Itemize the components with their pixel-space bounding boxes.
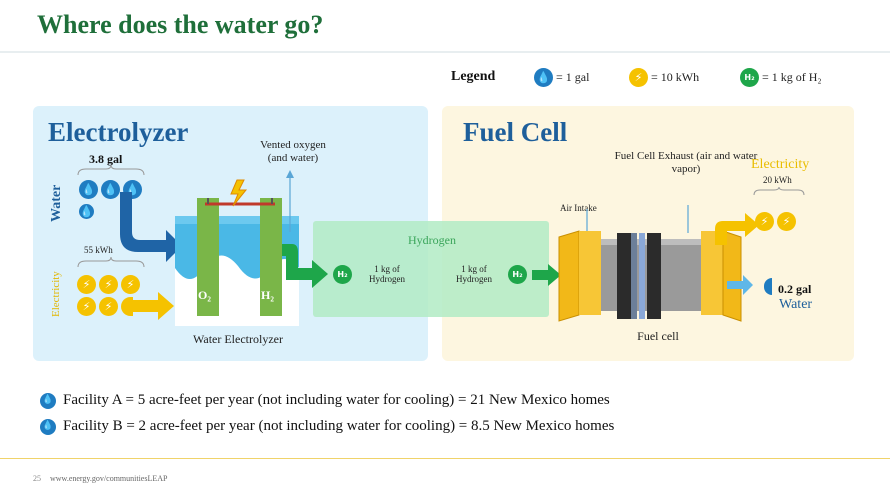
page-number: 25 <box>33 474 41 483</box>
facility-b-text: Facility B = 2 acre-feet per year (not i… <box>63 418 615 434</box>
oxygen-label: O₂ <box>198 288 211 302</box>
legend-water-text: = 1 gal <box>556 70 590 84</box>
water-drop-icon: 💧 <box>534 68 553 87</box>
electricity-icon: ⚡ <box>99 297 118 316</box>
page-title: Where does the water go? <box>37 10 324 39</box>
lightning-icon <box>230 179 248 207</box>
vented-oxygen-label: Vented oxygen (and water) <box>260 139 326 164</box>
footer-divider <box>0 458 890 459</box>
legend-electricity-text: = 10 kWh <box>651 70 700 84</box>
electrolyzer-heading: Electrolyzer <box>48 117 189 147</box>
hydrogen-label: Hydrogen <box>408 233 456 247</box>
fuel-cell-caption: Fuel cell <box>637 329 679 343</box>
facility-b-line: 💧 Facility B = 2 acre-feet per year (not… <box>40 418 614 435</box>
footer-url[interactable]: www.energy.gov/communitiesLEAP <box>50 474 168 483</box>
water-drop-icon: 💧 <box>101 180 120 199</box>
hydrogen-icon: H₂ <box>508 265 527 284</box>
electrolyzer-electricity-label: Electricity <box>50 271 62 317</box>
water-brace <box>77 164 145 176</box>
electrolyzer-electricity-amount: 55 kWh <box>84 245 113 255</box>
fuel-cell-graphic <box>558 205 759 322</box>
electrolyzer-hydrogen-output: 1 kg of Hydrogen <box>369 264 405 284</box>
electricity-icon: ⚡ <box>777 212 796 231</box>
legend-item-water: 💧 = 1 gal <box>534 68 589 87</box>
electricity-icon: ⚡ <box>77 275 96 294</box>
hydrogen-input-arrow <box>532 264 561 286</box>
fuel-cell-water-amount: 0.2 gal <box>778 282 812 296</box>
electricity-icon: ⚡ <box>755 212 774 231</box>
water-drop-icon <box>764 278 772 295</box>
legend-item-electricity: ⚡ = 10 kWh <box>629 68 699 87</box>
fuel-cell-water-label: Water <box>779 297 813 312</box>
electricity-icon: ⚡ <box>77 297 96 316</box>
electricity-icon: ⚡ <box>629 68 648 87</box>
facility-a-text: Facility A = 5 acre-feet per year (not i… <box>63 392 610 408</box>
water-drop-icon: 💧 <box>40 392 56 409</box>
electrolyzer-caption: Water Electrolyzer <box>193 332 283 346</box>
legend-item-hydrogen: H₂ = 1 kg of H₂ <box>740 68 822 87</box>
electricity-input-icons-row1: ⚡ ⚡ ⚡ <box>77 275 140 294</box>
fuel-cell-heading: Fuel Cell <box>463 117 568 147</box>
water-drop-icon: 💧 <box>79 204 94 219</box>
water-input-arrow <box>120 192 182 262</box>
electricity-brace <box>77 256 145 268</box>
fuel-cell-electricity-amount: 20 kWh <box>763 175 792 185</box>
hydrogen-icon: H₂ <box>740 68 759 87</box>
facility-a-line: 💧 Facility A = 5 acre-feet per year (not… <box>40 392 610 409</box>
output-electricity-brace <box>753 186 805 196</box>
legend-heading: Legend <box>451 69 496 84</box>
title-divider <box>0 51 890 53</box>
hydrogen-electrode-label: H₂ <box>261 288 274 302</box>
fuel-cell-hydrogen-input: 1 kg of Hydrogen <box>456 264 492 284</box>
legend-hydrogen-text: = 1 kg of H₂ <box>762 70 822 84</box>
hydrogen-icon: H₂ <box>333 265 352 284</box>
water-input-icons-row2: 💧 <box>79 202 94 220</box>
electricity-icon: ⚡ <box>99 275 118 294</box>
fuel-cell-electricity-label: Electricity <box>751 157 810 172</box>
water-input-icons: 💧 💧 💧 <box>79 180 142 199</box>
electrolyzer-water-amount: 3.8 gal <box>89 152 123 166</box>
fuel-cell-exhaust-label: Fuel Cell Exhaust (air and water vapor) <box>614 150 758 175</box>
electricity-icon: ⚡ <box>121 275 140 294</box>
electricity-output-icons: ⚡ ⚡ <box>755 212 796 231</box>
electricity-input-arrow <box>130 292 174 320</box>
water-drop-icon: 💧 <box>40 418 56 435</box>
hydrogen-electrode <box>260 198 282 316</box>
electrolyzer-graphic <box>120 170 328 326</box>
electrolyzer-water-label: Water <box>49 184 64 222</box>
water-drop-icon: 💧 <box>79 180 98 199</box>
hydrogen-output-arrow <box>282 244 328 288</box>
oxygen-electrode <box>197 198 219 316</box>
air-intake-label: Air Intake <box>560 203 597 213</box>
